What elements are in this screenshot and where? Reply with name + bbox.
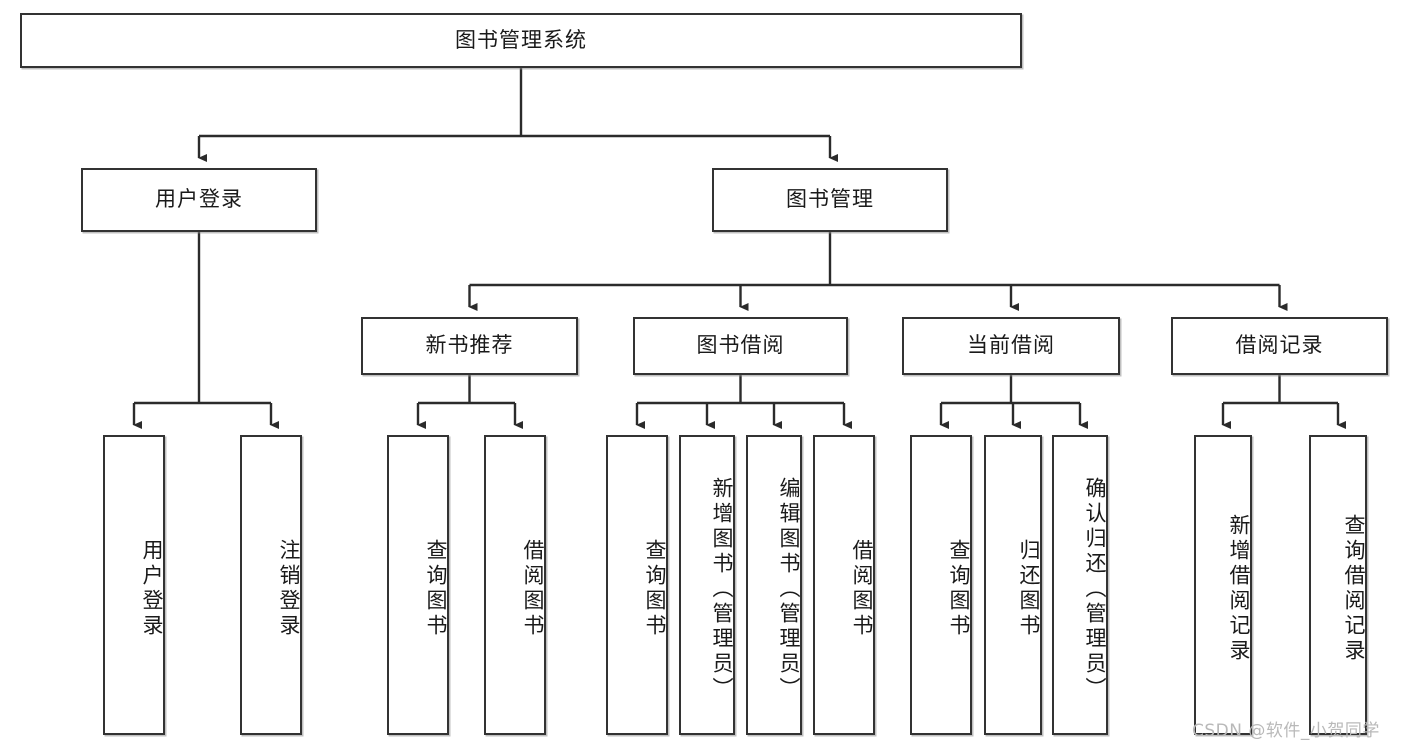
node-leaf-add-rec[interactable]: 新增借阅记录: [1194, 435, 1252, 735]
connector-trunk-user-login: [134, 232, 271, 405]
node-leaf-logout[interactable]: 注销登录: [240, 435, 302, 735]
node-leaf-edit-book[interactable]: 编辑图书（管理员）: [746, 435, 802, 735]
node-book-borrow[interactable]: 图书借阅: [633, 317, 848, 375]
node-leaf-query-1[interactable]: 查询图书: [387, 435, 449, 735]
watermark-label: CSDN @软件_小贺同学: [1192, 721, 1380, 741]
node-label: 编辑图书（管理员）: [777, 476, 801, 702]
node-leaf-query-2[interactable]: 查询图书: [606, 435, 668, 735]
node-label: 注销登录: [277, 539, 301, 639]
connector-trunk-book-borrow: [637, 375, 844, 405]
node-label: 用户登录: [140, 539, 164, 639]
node-label: 借阅图书: [850, 539, 874, 639]
node-book-manage[interactable]: 图书管理: [712, 168, 948, 232]
node-label: 新书推荐: [425, 333, 514, 358]
node-label: 查询图书: [643, 539, 667, 639]
node-current-borrow[interactable]: 当前借阅: [902, 317, 1120, 375]
node-label: 借阅记录: [1235, 333, 1324, 358]
node-label: 图书管理: [786, 187, 874, 212]
node-label: 归还图书: [1017, 539, 1041, 639]
node-label: 新增借阅记录: [1227, 514, 1251, 664]
node-leaf-query-3[interactable]: 查询图书: [910, 435, 972, 735]
node-label: 查询借阅记录: [1342, 514, 1366, 664]
node-leaf-user-login[interactable]: 用户登录: [103, 435, 165, 735]
node-label: 确认归还（管理员）: [1083, 476, 1107, 702]
connector-trunk-root: [199, 68, 830, 138]
node-label: 新增图书（管理员）: [710, 476, 734, 702]
node-label: 查询图书: [424, 539, 448, 639]
node-label: 查询图书: [947, 539, 971, 639]
node-user-login[interactable]: 用户登录: [81, 168, 317, 232]
connector-trunk-book-manage: [469, 232, 1280, 287]
node-leaf-borrow-2[interactable]: 借阅图书: [813, 435, 875, 735]
node-new-book-rec[interactable]: 新书推荐: [361, 317, 578, 375]
node-borrow-record[interactable]: 借阅记录: [1171, 317, 1388, 375]
node-label: 图书借阅: [696, 333, 785, 358]
connector-trunk-current-borrow: [941, 375, 1080, 405]
node-label: 借阅图书: [521, 539, 545, 639]
node-label: 当前借阅: [967, 333, 1055, 358]
connector-trunk-borrow-record: [1223, 375, 1338, 405]
node-leaf-add-book[interactable]: 新增图书（管理员）: [679, 435, 735, 735]
node-leaf-query-rec[interactable]: 查询借阅记录: [1309, 435, 1367, 735]
node-leaf-return[interactable]: 归还图书: [984, 435, 1042, 735]
node-root[interactable]: 图书管理系统: [20, 13, 1022, 68]
connector-trunk-new-book-rec: [418, 375, 515, 405]
node-label: 图书管理系统: [455, 27, 587, 52]
node-leaf-confirm[interactable]: 确认归还（管理员）: [1052, 435, 1108, 735]
node-leaf-borrow-1[interactable]: 借阅图书: [484, 435, 546, 735]
node-label: 用户登录: [155, 187, 243, 212]
